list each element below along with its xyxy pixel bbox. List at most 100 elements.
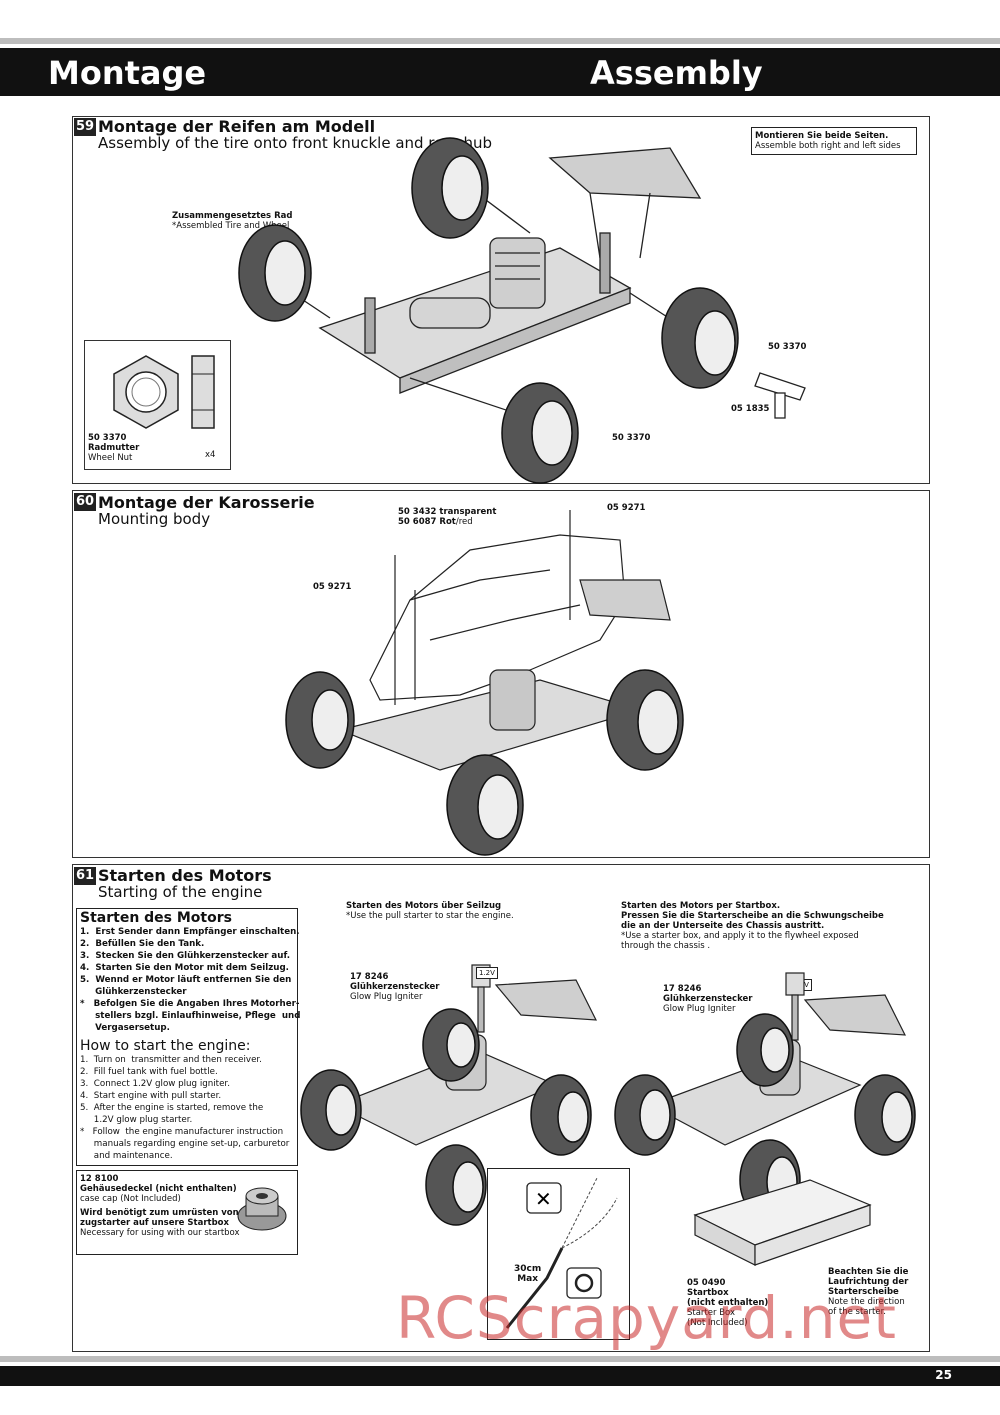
igniter-en-right: Glow Plug Igniter (663, 1004, 736, 1014)
box-en2: through the chassis . (621, 941, 711, 951)
instruction-step: 1. Erst Sender dann Empfänger einschalte… (80, 927, 300, 937)
pin-left: 05 9271 (313, 582, 352, 592)
startbox-en1: Starter Box (687, 1308, 735, 1318)
cap-part: 12 8100 (80, 1174, 119, 1184)
step-59-number: 59 (74, 118, 96, 136)
igniter-voltage-left: 1.2V (476, 967, 498, 979)
box-de3: die an der Unterseite des Chassis austri… (621, 921, 825, 931)
instruction-step: 3. Connect 1.2V glow plug igniter. (80, 1079, 230, 1089)
body-part-red-en: /red (455, 517, 473, 527)
instruction-step: manuals regarding engine set-up, carbure… (80, 1139, 290, 1149)
startbox-label: 05 0490 Startbox (nicht enthalten) Start… (687, 1278, 768, 1328)
dir-de2: Laufrichtung der (828, 1277, 909, 1287)
case-cap-icon (237, 1187, 287, 1231)
igniter-part-right: 17 8246 (663, 984, 702, 994)
title-assembly: Assembly (590, 54, 763, 92)
pin-right: 05 9271 (607, 503, 646, 513)
assembled-de: Zusammengesetztes Rad (172, 211, 293, 221)
truck-pull-start-illustration (300, 964, 598, 1226)
assembled-wheel-label: Zusammengesetztes Rad *Assembled Tire an… (172, 211, 292, 231)
title-bar: Montage Assembly (0, 48, 1000, 96)
startbox-de1: Startbox (687, 1288, 729, 1298)
dir-de1: Beachten Sie die (828, 1267, 909, 1277)
assembled-en: *Assembled Tire and Wheel (172, 221, 290, 231)
inset-en: Wheel Nut (88, 453, 133, 463)
svg-text:✕: ✕ (535, 1187, 552, 1211)
inset-qty: x4 (205, 450, 216, 460)
step-60-title-en: Mounting body (98, 510, 211, 528)
max-len: 30cm (514, 1264, 542, 1274)
body-part-red: 50 6087 Rot (398, 517, 456, 527)
max-length-label: 30cm Max (514, 1264, 541, 1284)
step-59-title-en: Assembly of the tire onto front knuckle … (98, 134, 493, 152)
max-word: Max (517, 1274, 539, 1284)
startbox-de2: (nicht enthalten) (687, 1298, 769, 1308)
instruction-box: Starten des Motors 1. Erst Sender dann E… (76, 908, 301, 1166)
title-montage: Montage (48, 54, 207, 92)
body-part-transparent: 50 3432 transparent (398, 507, 497, 517)
pull-en: *Use the pull starter to star the engine… (346, 911, 514, 921)
step-59-title-de: Montage der Reifen am Modell (98, 117, 376, 136)
steps-de-list: 1. Erst Sender dann Empfänger einschalte… (77, 926, 301, 1034)
igniter-de-right: Glühkerzenstecker (663, 994, 753, 1004)
direction-label: Beachten Sie die Laufrichtung der Starte… (828, 1267, 908, 1317)
dir-en1: Note the direction (828, 1297, 905, 1307)
instruction-step: 2. Fill fuel tank with fuel bottle. (80, 1067, 218, 1077)
startbox-part: 05 0490 (687, 1278, 726, 1288)
top-stripe (0, 38, 1000, 44)
cap-need-de2: zugstarter auf unsere Startbox (80, 1218, 229, 1228)
step-59-note-box: Montieren Sie beide Seiten. Assemble bot… (751, 127, 917, 155)
part-50-3370-a: 50 3370 (768, 342, 807, 352)
cap-need-de1: Wird benötigt zum umrüsten von Seil- (80, 1208, 263, 1218)
bottom-stripe (0, 1356, 1000, 1362)
instruction-step: Vergasersetup. (80, 1023, 170, 1033)
body-part-label: 50 3432 transparent 50 6087 Rot/red (398, 507, 496, 527)
igniter-de-left: Glühkerzenstecker (350, 982, 440, 992)
wheel-nut-inset (84, 340, 231, 470)
dir-de3: Starterscheibe (828, 1287, 899, 1297)
step-60-number: 60 (74, 493, 96, 511)
note-de: Montieren Sie beide Seiten. (755, 131, 889, 141)
startbox-en2: (Not Included) (687, 1318, 748, 1328)
steps-en-list: 1. Turn on transmitter and then receiver… (77, 1054, 297, 1162)
truck-startbox-illustration (614, 972, 916, 1266)
instruction-step: 5. Wennd er Motor läuft entfernen Sie de… (80, 975, 292, 985)
instruction-step: 3. Stecken Sie den Glühkerzenstecker auf… (80, 951, 291, 961)
part-50-3370-b: 50 3370 (612, 433, 651, 443)
instructions-title-de: Starten des Motors (80, 910, 232, 926)
instructions-title-en: How to start the engine: (80, 1038, 251, 1054)
wheel-nut-icon (113, 355, 215, 429)
instruction-step: stellers bzgl. Einlaufhinweise, Pflege u… (80, 1011, 301, 1021)
pull-starter-label: Starten des Motors über Seilzug *Use the… (346, 901, 514, 921)
pull-detail-illustration: ✕ (505, 1177, 618, 1329)
box-de2: Pressen Sie die Starterscheibe an die Sc… (621, 911, 884, 921)
step-61-title-de: Starten des Motors (98, 866, 272, 885)
page-number: 25 (935, 1368, 952, 1382)
instruction-step: Glühkerzenstecker (80, 987, 187, 997)
instruction-step: * Follow the engine manufacturer instruc… (80, 1127, 284, 1137)
inset-part: 50 3370 (88, 433, 127, 443)
cap-need-en: Necessary for using with our startbox (80, 1228, 240, 1238)
inset-de: Radmutter (88, 443, 140, 453)
box-de1: Starten des Motors per Startbox. (621, 901, 781, 911)
watermark: RCScrapyard.net (396, 1284, 897, 1352)
step-60-title-de: Montage der Karosserie (98, 493, 315, 512)
step-61-number: 61 (74, 867, 96, 885)
igniter-label-left: 17 8246 Glühkerzenstecker Glow Plug Igni… (350, 972, 439, 1002)
pull-de: Starten des Motors über Seilzug (346, 901, 502, 911)
footer-bar: 25 (0, 1366, 1000, 1386)
instruction-step: 4. Start engine with pull starter. (80, 1091, 222, 1101)
truck-chassis-illustration (238, 137, 806, 484)
cap-en: case cap (Not Included) (80, 1194, 181, 1204)
instruction-step: 1.2V glow plug starter. (80, 1115, 193, 1125)
igniter-en-left: Glow Plug Igniter (350, 992, 423, 1002)
instruction-step: 4. Starten Sie den Motor mit dem Seilzug… (80, 963, 289, 973)
cap-de: Gehäusedeckel (nicht enthalten) (80, 1184, 237, 1194)
note-en: Assemble both right and left sides (755, 141, 901, 151)
startbox-instructions: Starten des Motors per Startbox. Pressen… (621, 901, 884, 951)
instruction-step: * Befolgen Sie die Angaben Ihres Motorhe… (80, 999, 300, 1009)
dir-en2: of the starter. (828, 1307, 886, 1317)
step-61-title-en: Starting of the engine (98, 883, 263, 901)
igniter-part-left: 17 8246 (350, 972, 389, 982)
part-05-1835: 05 1835 (731, 404, 770, 414)
